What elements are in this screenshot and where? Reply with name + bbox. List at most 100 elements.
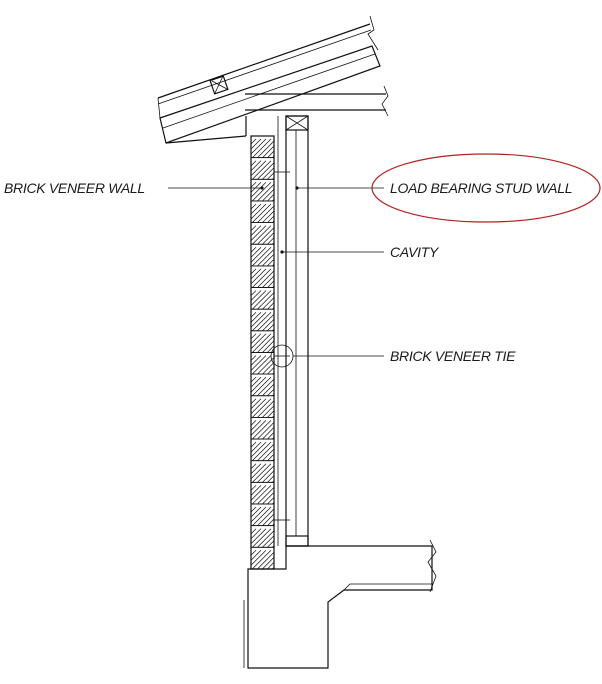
brick-hatch	[257, 508, 275, 526]
brick-hatch	[250, 420, 262, 431]
concrete-footing-slab	[247, 545, 433, 669]
slab-step	[343, 583, 432, 591]
brick-hatch	[250, 247, 257, 253]
brick-hatch	[250, 398, 257, 405]
brick-hatch	[262, 383, 275, 397]
brick-hatch	[262, 492, 275, 505]
brick-hatch	[250, 441, 262, 453]
top-plate	[285, 115, 309, 131]
foundation	[243, 539, 437, 669]
brick-hatch	[267, 518, 275, 526]
brick-hatch	[267, 194, 275, 202]
brick-hatch	[262, 167, 275, 180]
leader-dot-brick	[260, 186, 264, 190]
brick-hatch	[267, 562, 275, 570]
brick-hatch	[250, 398, 262, 410]
brick-hatch	[250, 268, 267, 285]
brick-hatch	[250, 441, 267, 458]
brick-hatch	[257, 530, 275, 548]
top-plate-x2	[285, 115, 309, 131]
brick-hatch	[257, 335, 275, 353]
brick-hatch	[250, 138, 267, 155]
brick-hatch	[257, 205, 275, 223]
brick-hatch	[267, 497, 275, 505]
brick-hatch	[257, 270, 275, 288]
leader-dot-cavity	[280, 250, 284, 254]
brick-hatch	[267, 367, 275, 375]
brick-hatch	[262, 232, 275, 245]
brick-hatch	[250, 182, 262, 193]
roof-edge	[157, 97, 161, 119]
brick-hatch	[250, 550, 257, 556]
brick-hatch	[252, 441, 272, 461]
brick-hatch	[257, 487, 275, 505]
brick-hatch	[262, 189, 275, 202]
brick-hatch	[267, 172, 275, 180]
brick-hatch	[257, 292, 275, 310]
brick-hatch	[250, 225, 262, 236]
brick-hatch	[250, 225, 257, 231]
brick-hatch	[252, 203, 272, 223]
brick-hatch	[250, 160, 262, 171]
brick-hatch	[250, 333, 267, 350]
roof-purlin-x1	[211, 80, 228, 90]
brick-hatch	[250, 247, 267, 263]
brick-hatch	[250, 420, 257, 426]
brick-hatch	[250, 290, 267, 306]
brick-hatch	[252, 485, 272, 505]
brick-hatch	[267, 302, 275, 310]
roof-sheathing	[157, 23, 371, 99]
label-load-bearing-stud-wall: LOAD BEARING STUD WALL	[390, 180, 572, 196]
brick-hatch	[252, 550, 272, 570]
brick-hatch	[252, 225, 272, 245]
brick-hatch	[252, 528, 272, 548]
roof-rafter	[159, 45, 381, 144]
brick-hatch	[257, 378, 275, 397]
label-brick-veneer-wall: BRICK VENEER WALL	[4, 180, 145, 196]
brick-hatch	[252, 506, 272, 526]
label-brick-veneer-tie: BRICK VENEER TIE	[390, 348, 516, 364]
brick-hatch	[250, 506, 257, 513]
brick-hatch	[250, 463, 267, 479]
brick-hatch	[250, 441, 257, 448]
brick-hatch	[252, 182, 272, 202]
brick-hatch	[267, 237, 275, 245]
brick-hatch	[250, 290, 262, 301]
brick-hatch	[250, 247, 262, 258]
brick-hatch	[267, 432, 275, 440]
brick-hatch	[252, 160, 272, 180]
brick-hatch	[257, 184, 275, 202]
brick-hatch	[250, 550, 262, 561]
brick-hatch	[257, 443, 275, 461]
brick-hatch	[267, 410, 275, 418]
brick-hatch	[252, 138, 272, 158]
brick-hatch	[250, 311, 262, 323]
brick-hatch	[267, 215, 275, 223]
slab-break-line	[427, 539, 437, 593]
brick-hatch	[250, 528, 257, 534]
stud-wall	[274, 115, 309, 547]
brick-hatch	[267, 453, 275, 461]
brick-hatch	[267, 323, 275, 332]
brick-veneer	[250, 135, 275, 570]
brick-hatch	[250, 138, 262, 150]
brick-hatch	[262, 535, 275, 548]
brick-hatch	[262, 470, 275, 483]
brick-hatch	[257, 422, 275, 440]
brick-hatch	[262, 340, 275, 353]
brick-hatch	[252, 420, 272, 440]
brick-hatch	[250, 485, 262, 496]
bottom-plate	[285, 535, 309, 547]
brick-hatch	[250, 160, 257, 166]
brick-hatch	[250, 463, 262, 474]
brick-hatch	[250, 333, 257, 340]
roof-sheathing-inner	[157, 29, 372, 105]
stud-frame	[285, 115, 309, 547]
brick-hatch	[252, 398, 272, 418]
joist-break-line	[381, 85, 389, 117]
brick-hatch	[252, 268, 272, 288]
brick-hatch	[250, 225, 267, 241]
brick-hatch	[250, 420, 267, 436]
brick-hatch	[252, 333, 272, 353]
